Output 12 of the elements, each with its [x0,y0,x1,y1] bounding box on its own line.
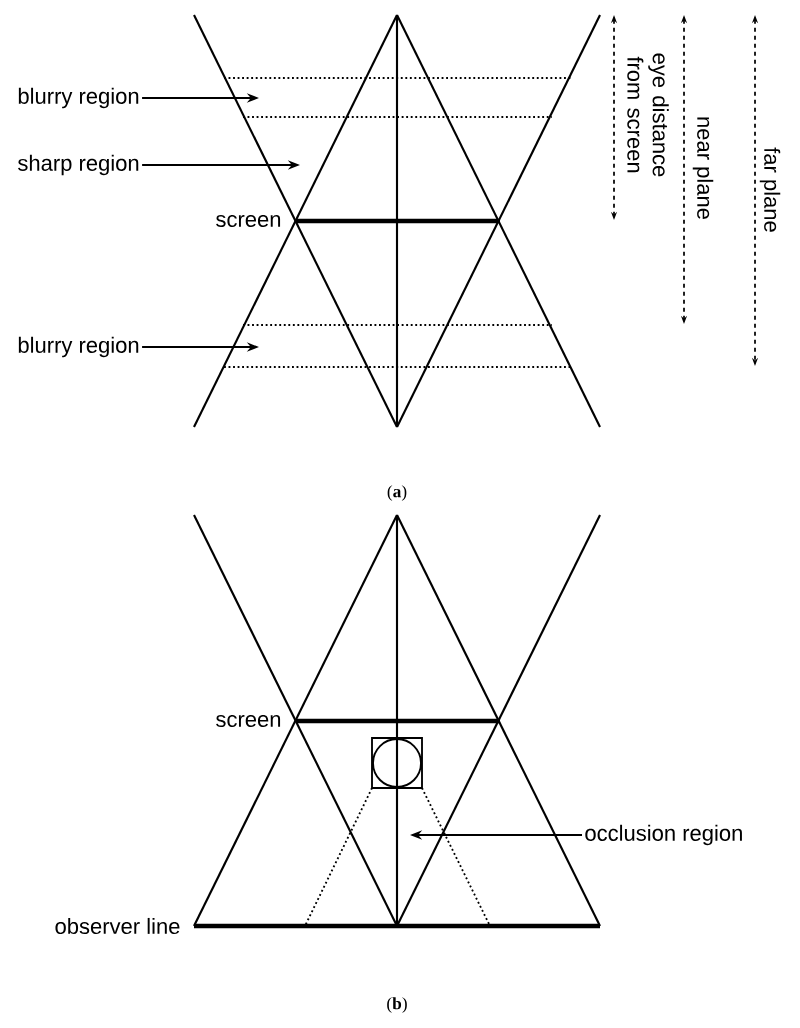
dimension-label: far plane [759,147,781,232]
screen-label: screen [216,215,281,227]
caption: (b) [387,997,407,1013]
text-label: sharp region [18,154,139,176]
screen-label: screen [216,715,281,728]
dimension-label: near plane [692,117,714,219]
text-label: blurry region [18,336,139,358]
dimension-label: eye distance from screen [627,53,669,177]
caption: (a) [387,485,407,501]
text-label: blurry region [18,87,139,109]
text-label: occlusion region [585,824,742,846]
observer-label: observer line [55,917,180,935]
